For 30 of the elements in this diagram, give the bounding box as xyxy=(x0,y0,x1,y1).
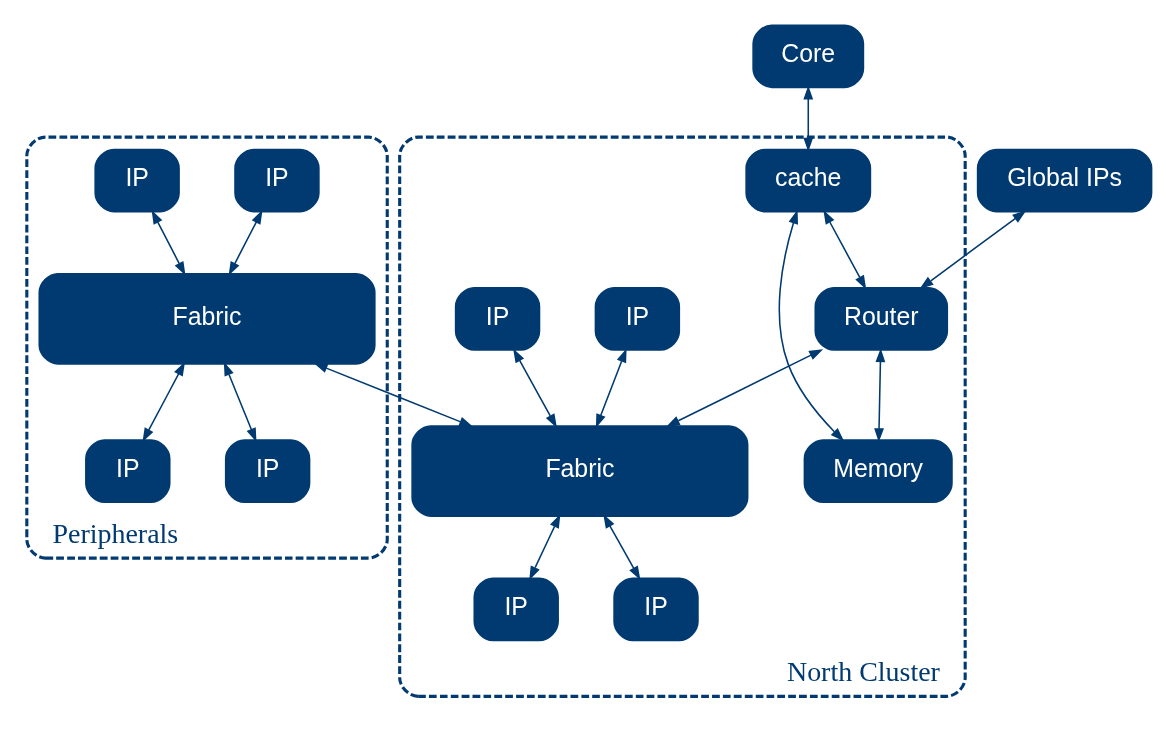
node-box: IP xyxy=(454,287,541,351)
node-box: IP xyxy=(85,439,171,503)
arrow xyxy=(151,210,186,276)
arrow xyxy=(529,514,561,581)
node-box: Fabric xyxy=(411,425,749,517)
node-box: IP xyxy=(234,148,320,213)
node-box: IP xyxy=(594,287,681,351)
arrow xyxy=(919,210,1027,290)
arrow xyxy=(603,514,641,581)
arrow xyxy=(823,210,867,290)
node-box: Fabric xyxy=(38,273,376,365)
node-box: IP xyxy=(94,148,180,213)
node-box: Core xyxy=(752,24,865,89)
arrow xyxy=(803,85,814,152)
arrow xyxy=(223,361,257,443)
node-box: Memory xyxy=(803,439,953,503)
arrow xyxy=(874,348,886,443)
node-box: IP xyxy=(613,577,699,642)
arrow xyxy=(228,210,263,276)
arrow xyxy=(778,209,845,442)
arrow xyxy=(665,349,824,427)
arrow xyxy=(595,348,627,428)
node-box: cache xyxy=(745,148,872,213)
arrow xyxy=(142,361,185,442)
node-box: IP xyxy=(473,577,559,642)
node-box: IP xyxy=(224,439,311,503)
arrow xyxy=(513,348,557,428)
node-box: Router xyxy=(814,287,949,351)
node-box: Global IPs xyxy=(976,148,1153,213)
arrow xyxy=(313,363,474,427)
